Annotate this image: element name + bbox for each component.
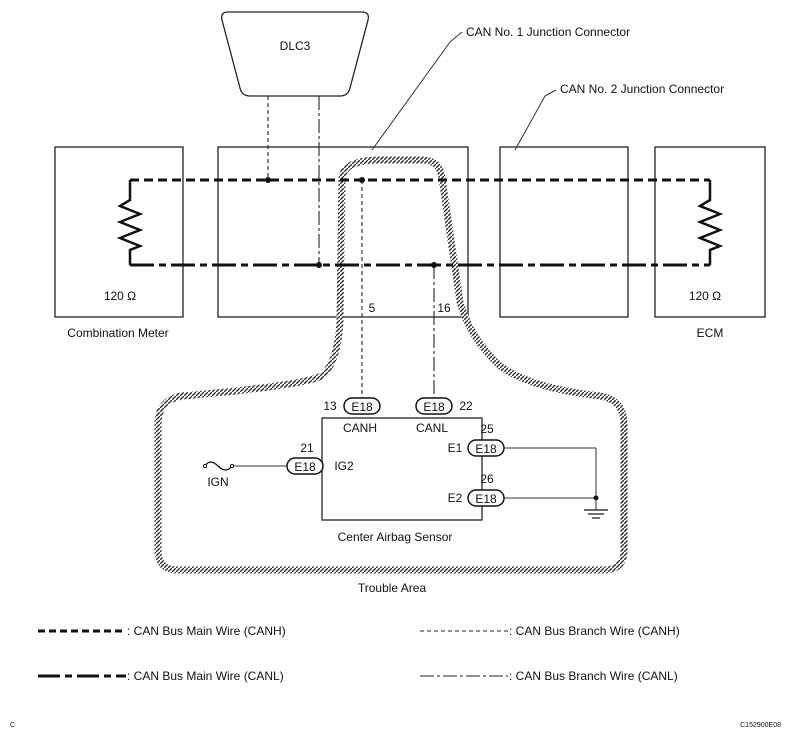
pin-21-number: 21 — [300, 441, 314, 455]
dlc3-label: DLC3 — [280, 39, 311, 53]
svg-text:E18: E18 — [294, 460, 316, 474]
combination-meter-resistor — [116, 180, 144, 265]
svg-text:E18: E18 — [423, 400, 445, 414]
trouble-area-boundary — [154, 156, 628, 574]
footer-left-code: C — [10, 722, 15, 729]
legend-branch-canh-label: : CAN Bus Branch Wire (CANH) — [509, 624, 680, 638]
ground-icon — [584, 498, 608, 519]
ecm-resistor — [696, 180, 724, 265]
pin-25-number: 25 — [480, 422, 494, 436]
trouble-area-label: Trouble Area — [358, 581, 427, 595]
center-airbag-sensor-caption: Center Airbag Sensor — [338, 530, 453, 544]
pin-13-signal: CANH — [343, 421, 377, 435]
combination-meter-caption: Combination Meter — [67, 326, 168, 340]
svg-text:E18: E18 — [475, 492, 497, 506]
legend-branch-canl-label: : CAN Bus Branch Wire (CANL) — [509, 669, 678, 683]
legend-main-canh-label: : CAN Bus Main Wire (CANH) — [127, 624, 286, 638]
pin-26-signal: E2 — [448, 491, 463, 505]
connector-e18-canh — [343, 397, 381, 415]
center-airbag-sensor-box — [321, 417, 483, 521]
connector-e18-canl — [415, 397, 453, 415]
can1-junction-connector-label: CAN No. 1 Junction Connector — [466, 25, 630, 39]
pin-13-number: 13 — [323, 399, 337, 413]
ecm-caption: ECM — [697, 326, 724, 340]
pin-25-signal: E1 — [448, 441, 463, 455]
ign-fuse-icon — [204, 461, 233, 471]
ecm-box — [654, 146, 766, 318]
ecm-resistor-value: 120 Ω — [689, 289, 721, 303]
footer-right-code: C152900E08 — [740, 722, 781, 729]
legend-main-canl-label: : CAN Bus Main Wire (CANL) — [127, 669, 284, 683]
junction-canh-pin: 5 — [369, 301, 376, 315]
dlc3-connector — [220, 11, 370, 97]
combination-meter-resistor-value: 120 Ω — [104, 289, 136, 303]
pin-22-signal: CANL — [416, 421, 448, 435]
pin-22-number: 22 — [459, 399, 473, 413]
can2-junction-connector-box — [499, 146, 629, 318]
pin-26-number: 26 — [480, 472, 494, 486]
can2-junction-connector-label: CAN No. 2 Junction Connector — [560, 82, 724, 96]
junction-canl-pin: 16 — [437, 301, 451, 315]
pin-21-signal: IG2 — [334, 459, 354, 473]
svg-text:E18: E18 — [351, 400, 373, 414]
ign-label: IGN — [207, 475, 228, 489]
combination-meter-box — [54, 146, 184, 318]
svg-text:E18: E18 — [475, 442, 497, 456]
